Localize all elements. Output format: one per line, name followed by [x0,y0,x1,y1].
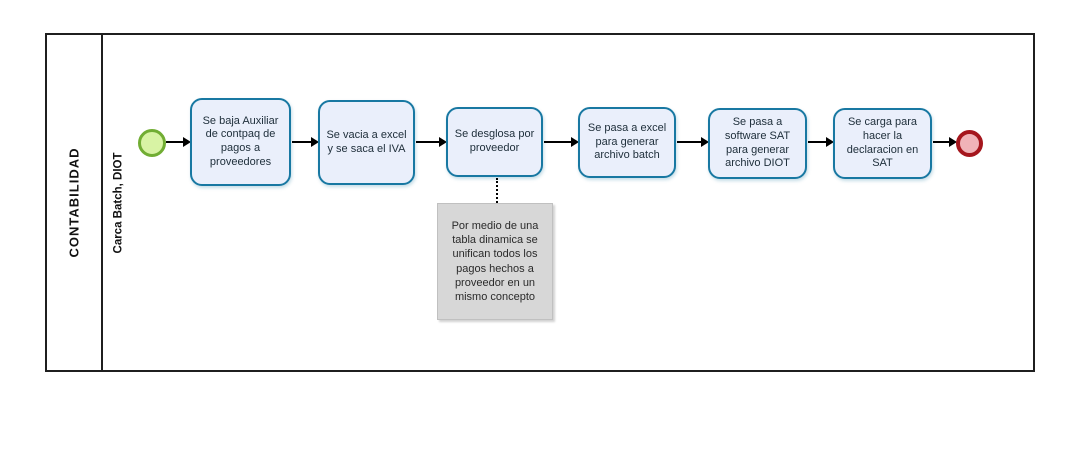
association-dotted-line [496,178,498,203]
task-label: Se carga para hacer la declaracion en SA… [846,116,919,170]
text-annotation[interactable]: Por medio de una tabla dinamica se unifi… [437,203,553,320]
phase-label: Carca Batch, DIOT [112,152,125,253]
task-carga-declaracion-sat[interactable]: Se carga para hacer la declaracion en SA… [833,108,932,179]
task-label: Se vacia a excel y se saca el IVA [326,128,407,155]
sequence-flow-7 [933,137,957,147]
task-desglosa-proveedor[interactable]: Se desglosa por proveedor [446,107,543,177]
task-label: Se pasa a excel para generar archivo bat… [587,121,667,162]
end-event-circle[interactable] [956,130,983,157]
task-pasa-excel-batch[interactable]: Se pasa a excel para generar archivo bat… [578,107,676,178]
phase-label-container: Carca Batch, DIOT [103,35,133,370]
sequence-flow-3 [416,137,447,147]
task-label: Se desglosa por proveedor [454,128,535,154]
pool-header: CONTABILIDAD [47,35,103,370]
sequence-flow-2 [292,137,319,147]
start-event-circle[interactable] [138,129,166,157]
task-baja-auxiliar-contpaq[interactable]: Se baja Auxiliar de contpaq de pagos a p… [190,98,291,186]
sequence-flow-4 [544,137,579,147]
task-vacia-excel-iva[interactable]: Se vacia a excel y se saca el IVA [318,100,415,185]
pool-label: CONTABILIDAD [66,147,82,258]
sequence-flow-6 [808,137,834,147]
task-label: Se pasa a software SAT para generar arch… [724,116,791,170]
task-label: Se baja Auxiliar de contpaq de pagos a p… [202,114,279,168]
sequence-flow-5 [677,137,709,147]
sequence-flow-1 [166,137,191,147]
annotation-text: Por medio de una tabla dinamica se unifi… [451,219,539,304]
task-pasa-software-sat-diot[interactable]: Se pasa a software SAT para generar arch… [708,108,807,179]
